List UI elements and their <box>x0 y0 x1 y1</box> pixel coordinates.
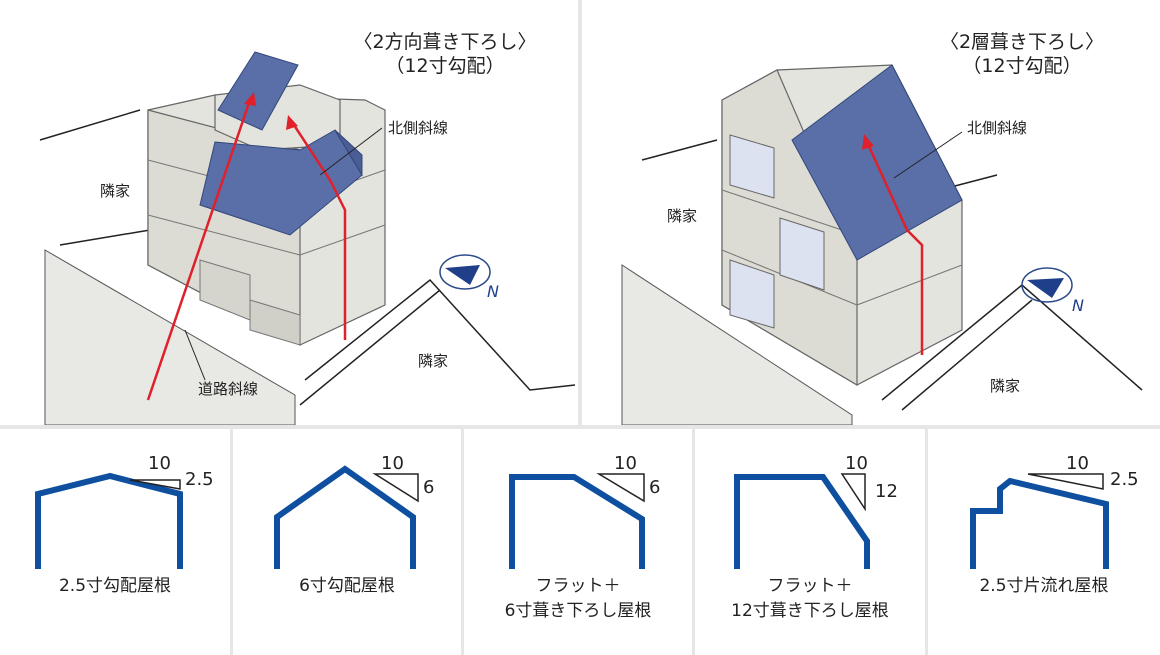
roof-outline-icon <box>35 472 183 569</box>
pitch-run: 10 <box>614 453 637 474</box>
subtitle-pitch: （12寸勾配） <box>962 55 1082 77</box>
roof-type-flat-6-downslope: 10 6 フラット＋ 6寸葺き下ろし屋根 <box>464 429 692 655</box>
roof-type-25-shed: 10 2.5 2.5寸片流れ屋根 <box>928 429 1160 655</box>
compass-letter: N <box>1072 296 1084 315</box>
pitch-rise: 2.5 <box>185 469 214 490</box>
compass-icon <box>439 254 491 290</box>
roof-caption: フラット＋ <box>535 576 621 596</box>
building-illustration-right <box>621 64 1143 425</box>
roof-caption: 2.5寸片流れ屋根 <box>979 576 1109 596</box>
roof-type-6-gable: 10 6 6寸勾配屋根 <box>233 429 461 655</box>
pitch-rise: 6 <box>423 477 435 498</box>
roof-outline-icon <box>970 473 1109 569</box>
label-north-setback: 北側斜線 <box>967 119 1028 137</box>
label-neighbor: 隣家 <box>990 377 1021 395</box>
roof-caption: 6寸葺き下ろし屋根 <box>504 601 652 621</box>
label-road-setback: 道路斜線 <box>198 380 259 398</box>
label-north-setback: 北側斜線 <box>388 119 449 137</box>
pitch-run: 10 <box>148 453 171 474</box>
roof-caption: 6寸勾配屋根 <box>299 576 395 596</box>
pitch-run: 10 <box>381 453 404 474</box>
compass-icon <box>1021 267 1073 303</box>
title-two-direction: 〈2方向葺き下ろし〉 <box>353 31 537 53</box>
roof-caption: 12寸葺き下ろし屋根 <box>731 601 889 621</box>
pitch-rise: 6 <box>649 477 661 498</box>
roof-caption: フラット＋ <box>767 576 853 596</box>
label-neighbor: 隣家 <box>100 182 131 200</box>
roof-outline-icon <box>274 465 419 569</box>
title-two-story: 〈2層葺き下ろし〉 <box>939 31 1105 53</box>
pitch-run: 10 <box>845 453 868 474</box>
label-neighbor: 隣家 <box>418 352 449 370</box>
compass-letter: N <box>487 282 499 301</box>
label-neighbor: 隣家 <box>667 207 698 225</box>
roof-type-flat-12-downslope: 10 12 フラット＋ 12寸葺き下ろし屋根 <box>695 429 925 655</box>
panel-two-direction-roof: 〈2方向葺き下ろし〉 （12寸勾配） 北側斜線 隣家 道路斜線 隣家 N <box>0 0 578 425</box>
roof-type-25-gable: 10 2.5 2.5寸勾配屋根 <box>0 429 230 655</box>
pitch-run: 10 <box>1066 453 1089 474</box>
pitch-rise: 2.5 <box>1110 469 1139 490</box>
building-illustration-left <box>39 51 576 425</box>
panel-two-story-roof: 〈2層葺き下ろし〉 （12寸勾配） 北側斜線 隣家 隣家 N <box>582 0 1160 425</box>
roof-outline-icon <box>734 473 870 569</box>
subtitle-pitch: （12寸勾配） <box>385 55 505 77</box>
roof-outline-icon <box>509 473 645 569</box>
pitch-rise: 12 <box>875 481 898 502</box>
roof-caption: 2.5寸勾配屋根 <box>58 576 172 596</box>
